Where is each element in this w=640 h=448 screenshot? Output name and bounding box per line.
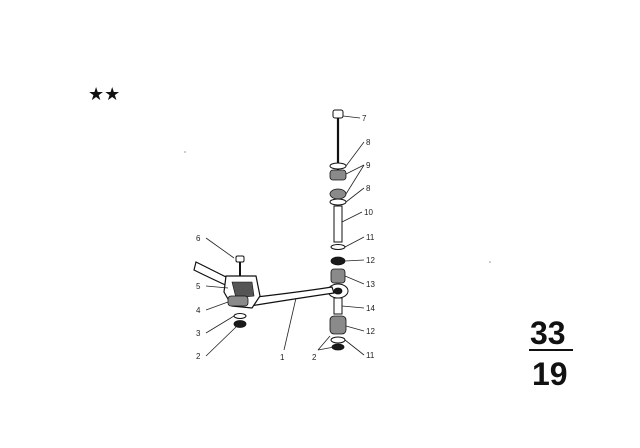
group-number: 33 xyxy=(530,315,566,351)
washer-11-lower xyxy=(330,336,346,344)
washer-8-top xyxy=(329,162,347,170)
sheet-number: 19 xyxy=(532,356,568,392)
callout-8: 8 xyxy=(366,138,371,147)
callout-11: 11 xyxy=(366,233,375,242)
callout-6: 6 xyxy=(196,234,201,243)
speck xyxy=(184,151,186,153)
callout-12b: 12 xyxy=(366,327,375,336)
callout-1: 1 xyxy=(280,353,285,362)
callout-3: 3 xyxy=(196,329,201,338)
callout-14: 14 xyxy=(366,304,375,313)
callout-labels: 7 8 9 8 10 11 12 13 14 12 11 6 5 4 3 2 1… xyxy=(196,114,375,362)
bushing-9-upper xyxy=(329,169,347,181)
washer-3 xyxy=(233,313,247,319)
bushing-12-lower xyxy=(329,315,347,335)
washer-11-top xyxy=(330,244,346,250)
callout-7: 7 xyxy=(362,114,367,123)
callout-2: 2 xyxy=(196,352,201,361)
stabilizer-bar xyxy=(193,261,335,307)
bolt-head-7 xyxy=(332,109,344,119)
bar-1 xyxy=(247,286,335,307)
callout-12: 12 xyxy=(366,256,375,265)
nut-2-left xyxy=(233,320,247,328)
callout-10: 10 xyxy=(364,208,373,217)
rubber-mount-4 xyxy=(227,295,249,307)
page-reference: 33 19 xyxy=(529,315,573,392)
link-eye-hole xyxy=(333,287,343,295)
callout-2b: 2 xyxy=(312,353,317,362)
washer-8-lower xyxy=(329,198,347,206)
callout-11b: 11 xyxy=(366,351,375,360)
rating-stars: ★★ xyxy=(88,84,120,105)
sleeve-10 xyxy=(333,205,343,243)
callout-9: 9 xyxy=(366,161,371,170)
strut-assembly xyxy=(327,109,349,351)
callout-4: 4 xyxy=(196,306,201,315)
callout-5: 5 xyxy=(196,282,201,291)
bushing-13 xyxy=(330,268,346,284)
leader-lines xyxy=(205,115,365,357)
callout-13: 13 xyxy=(366,280,375,289)
bolt-6-head xyxy=(235,255,245,263)
callout-8b: 8 xyxy=(366,184,371,193)
speck xyxy=(489,261,491,263)
bushing-9-lower xyxy=(329,188,347,200)
sleeve-14 xyxy=(333,297,343,315)
nut-12-top xyxy=(330,256,346,266)
bracket-5-shade xyxy=(231,281,255,299)
left-bracket-assembly xyxy=(223,255,261,328)
